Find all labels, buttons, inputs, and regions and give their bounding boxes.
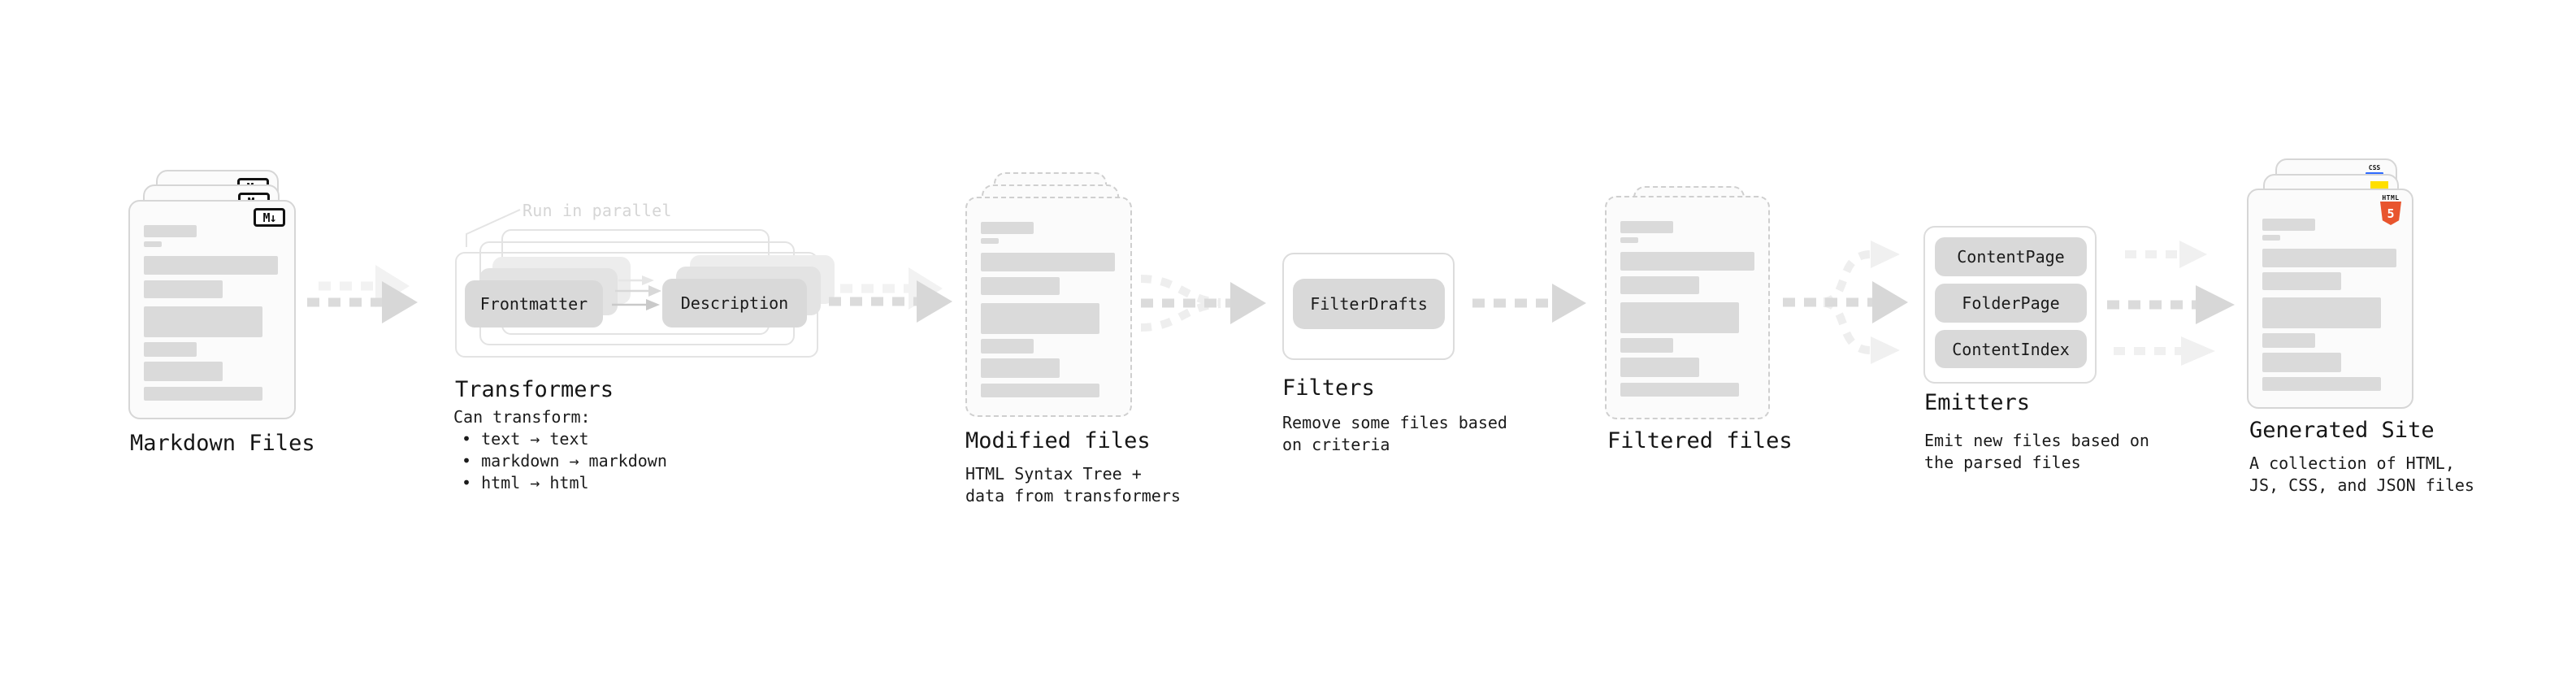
description-line: data from transformers <box>965 486 1181 505</box>
text-placeholder-bar <box>1620 358 1699 377</box>
html5-icon: HTML 5 <box>2380 194 2401 225</box>
text-placeholder-bar <box>2262 219 2315 231</box>
text-placeholder-bar <box>2262 297 2381 328</box>
text-placeholder-bar <box>1620 252 1754 271</box>
description-line: JS, CSS, and JSON files <box>2249 475 2474 495</box>
transformers-bullet-list: text → text markdown → markdown html → h… <box>453 428 667 494</box>
text-placeholder-bar <box>1620 338 1673 353</box>
js-file-icon <box>2370 181 2388 190</box>
description-line: the parsed files <box>1924 453 2081 472</box>
document-card: HTML 5 <box>2247 189 2413 409</box>
text-placeholder-bar <box>981 238 999 244</box>
filters-description: Remove some files based on criteria <box>1282 412 1507 456</box>
content-index-button[interactable]: ContentIndex <box>1935 330 2087 368</box>
generated-site-description: A collection of HTML, JS, CSS, and JSON … <box>2249 453 2474 497</box>
stage-label-generated-site: Generated Site <box>2249 418 2435 443</box>
arrow-markdown-to-transformers <box>307 265 418 323</box>
text-placeholder-bar <box>144 280 223 298</box>
content-page-button[interactable]: ContentPage <box>1935 237 2087 276</box>
text-placeholder-bar <box>981 277 1060 295</box>
run-in-parallel-annotation: Run in parallel <box>523 201 672 220</box>
filter-drafts-button[interactable]: FilterDrafts <box>1293 279 1445 329</box>
stage-label-transformers: Transformers <box>455 377 614 402</box>
arrow-filtered-to-emitters-split <box>1783 241 1908 364</box>
text-placeholder-bar <box>2262 235 2280 241</box>
html5-badge-label: HTML <box>2382 194 2400 202</box>
text-placeholder-bar <box>1620 221 1673 233</box>
text-placeholder-bar <box>2262 377 2381 391</box>
text-placeholder-bar <box>144 362 223 381</box>
text-placeholder-bar <box>1620 237 1638 243</box>
text-placeholder-bar <box>981 303 1099 334</box>
transformers-description-heading: Can transform: <box>453 407 591 427</box>
frontmatter-button[interactable]: Frontmatter <box>465 280 603 327</box>
bullet-item: markdown → markdown <box>453 450 667 472</box>
document-card <box>1605 196 1770 419</box>
modified-files-description: HTML Syntax Tree + data from transformer… <box>965 463 1181 507</box>
text-placeholder-bar <box>2262 249 2396 267</box>
bullet-item: html → html <box>453 472 667 494</box>
bullet-item: text → text <box>453 428 667 450</box>
document-card: M↓ <box>128 200 296 419</box>
stage-label-modified-files: Modified files <box>965 428 1151 453</box>
text-placeholder-bar <box>144 387 262 401</box>
text-placeholder-bar <box>144 342 197 357</box>
arrow-emitters-to-generated <box>2107 241 2235 366</box>
html5-shield: 5 <box>2380 202 2401 225</box>
description-button[interactable]: Description <box>662 279 807 327</box>
text-placeholder-bar <box>981 222 1034 234</box>
stage-label-markdown-files: Markdown Files <box>130 431 315 456</box>
text-placeholder-bar <box>144 241 162 247</box>
arrow-modified-to-filters-merge <box>1140 275 1266 332</box>
text-placeholder-bar <box>1620 302 1739 333</box>
text-placeholder-bar <box>2262 272 2341 290</box>
folder-page-button[interactable]: FolderPage <box>1935 284 2087 323</box>
description-line: A collection of HTML, <box>2249 453 2455 473</box>
text-placeholder-bar <box>981 339 1034 354</box>
text-placeholder-bar <box>981 253 1115 271</box>
text-placeholder-bar <box>144 256 278 275</box>
arrow-filters-to-filtered <box>1472 284 1586 323</box>
emitters-description: Emit new files based on the parsed files <box>1924 430 2149 474</box>
text-placeholder-bar <box>144 225 197 237</box>
document-card <box>965 197 1132 417</box>
text-placeholder-bar <box>1620 276 1699 294</box>
text-placeholder-bar <box>144 306 262 337</box>
stage-label-filtered-files: Filtered files <box>1607 428 1793 453</box>
transformers-description: Can transform: text → text markdown → ma… <box>453 406 667 494</box>
arrow-transformers-to-modified <box>829 267 952 323</box>
description-line: Emit new files based on <box>1924 431 2149 450</box>
description-line: Remove some files based <box>1282 413 1507 432</box>
css-badge-label: CSS <box>2368 164 2381 171</box>
text-placeholder-bar <box>981 358 1060 378</box>
markdown-icon: M↓ <box>254 208 285 227</box>
description-line: HTML Syntax Tree + <box>965 464 1142 484</box>
text-placeholder-bar <box>2262 353 2341 372</box>
text-placeholder-bar <box>1620 383 1739 397</box>
stage-label-emitters: Emitters <box>1924 390 2031 415</box>
text-placeholder-bar <box>981 384 1099 397</box>
description-line: on criteria <box>1282 435 1390 454</box>
text-placeholder-bar <box>2262 333 2315 348</box>
stage-label-filters: Filters <box>1282 375 1375 401</box>
